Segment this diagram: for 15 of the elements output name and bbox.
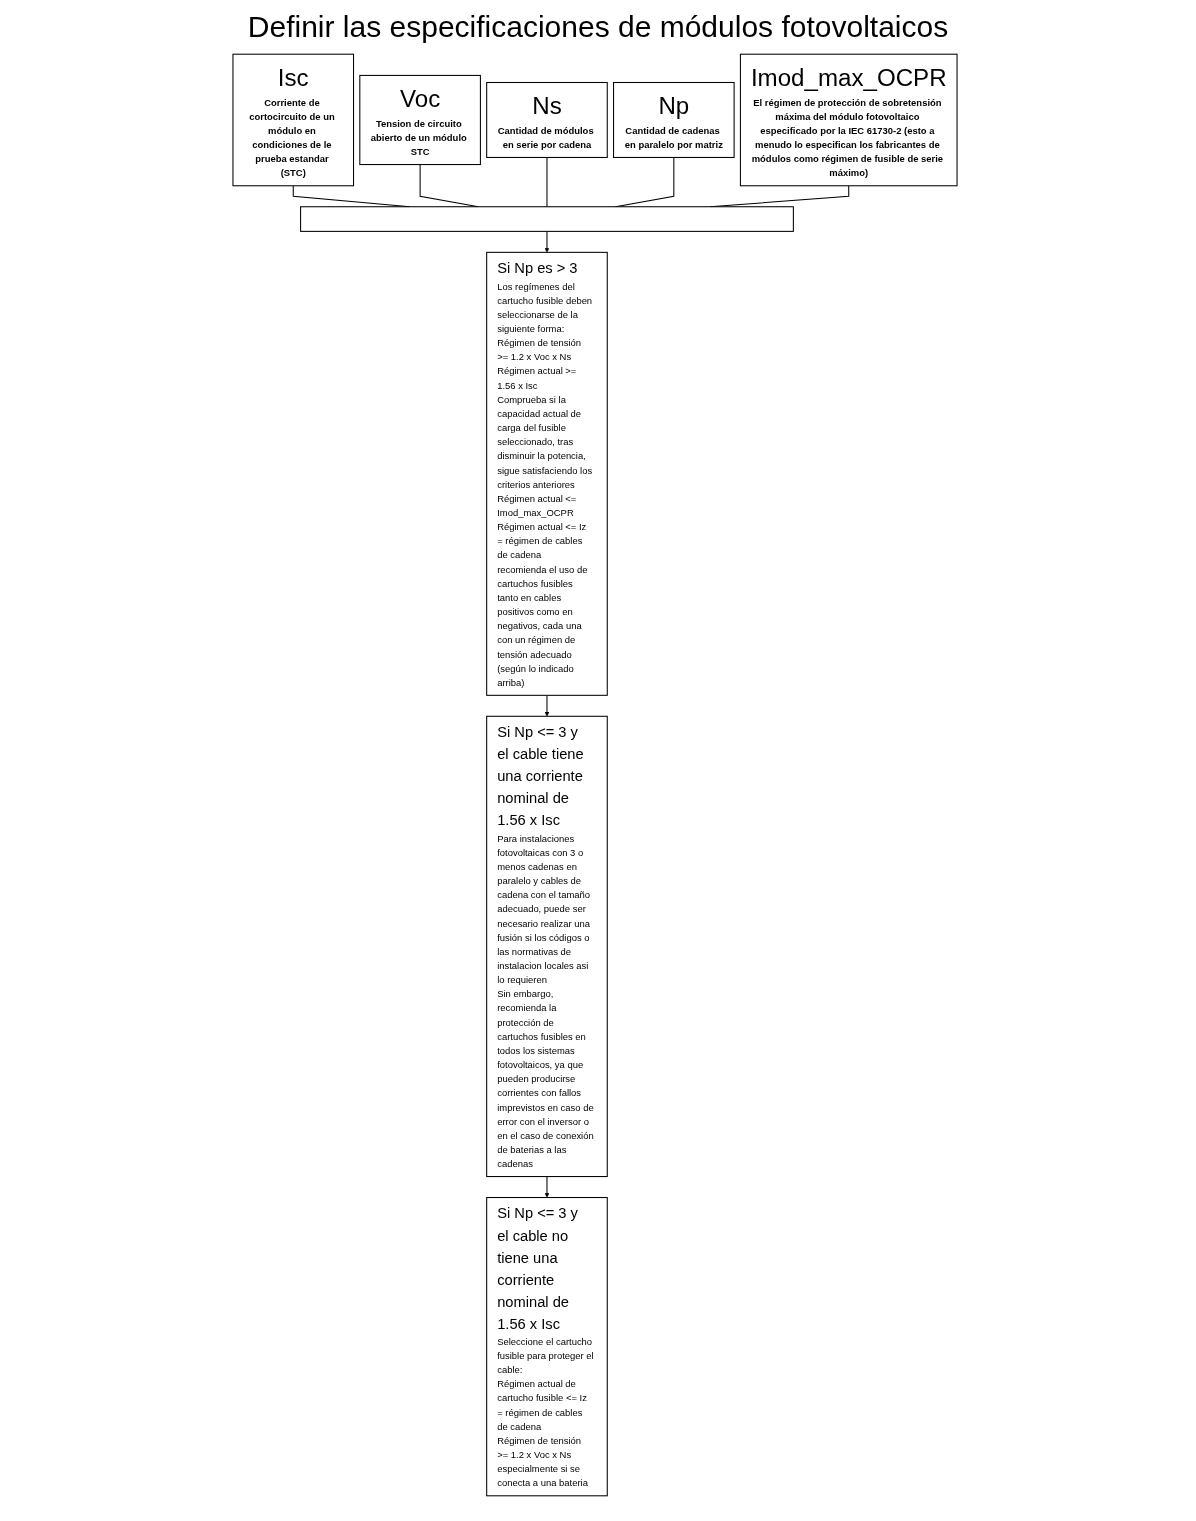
node-box (232, 53, 355, 187)
node-box (486, 1197, 608, 1497)
node-box (486, 251, 608, 696)
node-box (359, 74, 481, 166)
arrow (544, 230, 550, 253)
connector (546, 156, 548, 208)
node-box (486, 715, 608, 1178)
node-box (613, 81, 735, 158)
node-box (486, 81, 608, 158)
node-box (739, 53, 958, 187)
flowchart: Isc Corriente de cortocircuito de un módulo en condiciones de le prueba estandar (STC) Voc Tension de circuito abierto de un módulo STC Ns Cantidad de módulos en serie por cadena Np Cantidad de cadenas en paralelo por matriz Imod_max_OCPR El régimen de protección de sobretensión máxima del módulo fotovoltaico especificado por la IEC 61730-2 (esto a menudo lo especifican los fabricantes de módulos como régimen de fusible de serie máximo) Si Np es > 3 Los regímenes del cartucho fusible deben seleccionarse de la siguiente forma: Régimen de tensión >= 1.2 x Voc x Ns Régimen actual >= 1.56 x Isc Comprueba si la capacidad actual de carga del fusible seleccionado, tras disminuir la potencia, sigue satisfaciendo los criterios anteriores Régimen actual <= Imod_max_OCPR Régimen actual <= Iz = régimen de cables de cadena recomienda el uso de cartuchos fusibles tanto en cables positivos como en negativos, cada una con un régimen de tensión adecuado (según lo indicado arriba) Si Np <= 3 y el cable tiene una corriente nominal de 1.56 x Isc Para instalaciones fotovoltaicas con 3 o menos cadenas en paralelo y cables de cadena con el tamaño adecuado, puede ser necesario realizar una fusión si los códigos o las normativas de instalacion locales asi lo requieren Sin embargo, recomienda la protección de cartuchos fusibles en todos los sistemas fotovoltaicos, ya que pueden producirse corrientes con fallos imprevistos en caso de error con el inversor o en el caso de conexión de baterias a las cadenas Si Np <= 3 y el cable no tiene una corriente nominal de 1.56 x Isc Seleccione el cartucho fusible para proteger el cable: Régimen actual de cartucho fusible <= Iz = régimen de cables de cadena Régimen de tensión >= 1.2 x Voc x Ns especialmente si se conecta a una bateria (0, 50, 1190, 1500)
diagram-title: Definir las especificaciones de módulos fotovoltaicos (246, 10, 950, 44)
arrow (544, 694, 550, 717)
arrow (544, 1176, 550, 1198)
node-bar (300, 206, 794, 232)
